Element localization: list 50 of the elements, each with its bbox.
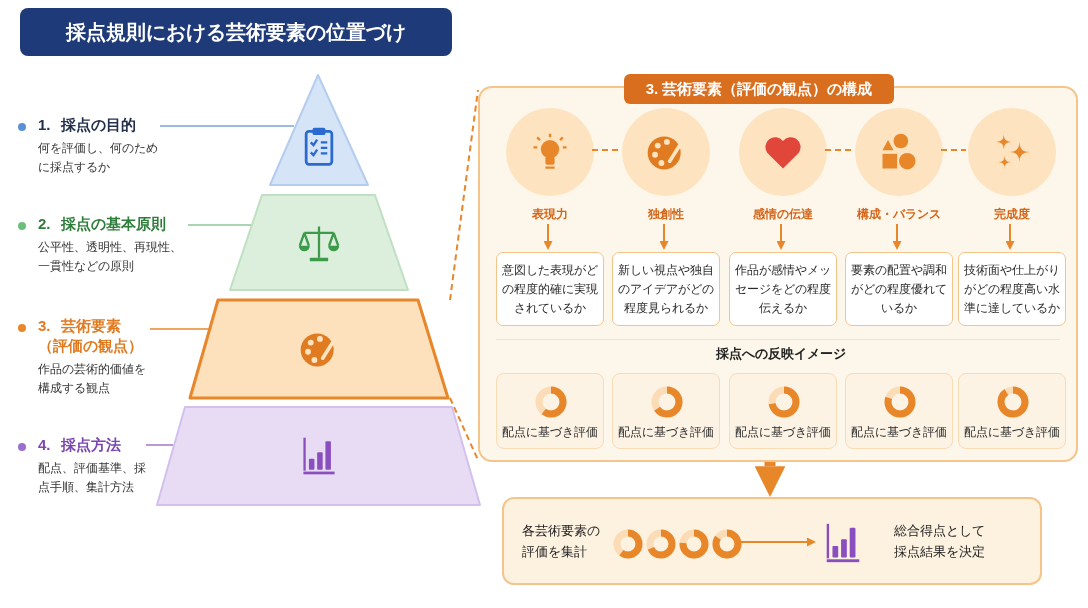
arrow bbox=[739, 537, 816, 547]
tier-description: 公平性、透明性、再現性、一貫性などの原則 bbox=[38, 239, 183, 275]
arrow bbox=[776, 223, 786, 250]
description-box: 要素の配置や調和がどの程度優れているか bbox=[845, 252, 953, 326]
tier-heading: 3. 芸術要素（評価の観点） bbox=[38, 316, 144, 356]
description-box: 意図した表現がどの程度的確に実現されているか bbox=[496, 252, 604, 326]
leader-line bbox=[187, 224, 252, 226]
section-tab: 3. 芸術要素（評価の観点）の構成 bbox=[624, 74, 894, 104]
description-box: 技術面や仕上がりがどの程度高い水準に達しているか bbox=[958, 252, 1066, 326]
summary-text: 総合得点として採点結果を決定 bbox=[894, 521, 990, 565]
block-arrow bbox=[754, 462, 786, 497]
dashed-line bbox=[940, 149, 967, 151]
score-card bbox=[496, 373, 604, 449]
arrow bbox=[543, 223, 553, 250]
tier-description: 配点、評価基準、採点手順、集計方法 bbox=[38, 460, 146, 496]
score-card bbox=[845, 373, 953, 449]
dashed-line bbox=[449, 397, 479, 461]
aspect-name: 完成度 bbox=[993, 206, 1031, 222]
leader-line bbox=[159, 125, 295, 127]
dashed-line bbox=[449, 89, 479, 301]
arrow bbox=[1005, 223, 1015, 250]
card-caption: 配点に基づき評価 bbox=[617, 424, 715, 440]
arrow bbox=[659, 223, 669, 250]
card-caption: 配点に基づき評価 bbox=[501, 424, 599, 440]
leader-line bbox=[149, 328, 210, 330]
tier-description: 何を評価し、何のために採点するか bbox=[38, 140, 159, 176]
arrow bbox=[892, 223, 902, 250]
score-card bbox=[729, 373, 837, 449]
summary-text: 各芸術要素の評価を集計 bbox=[522, 521, 602, 565]
aspect-name: 表現力 bbox=[531, 206, 569, 222]
description-box: 作品が感情やメッセージをどの程度伝えるか bbox=[729, 252, 837, 326]
section-heading: 採点への反映イメージ bbox=[715, 345, 847, 363]
title-banner: 採点規則における芸術要素の位置づけ bbox=[20, 8, 452, 56]
dashed-line bbox=[591, 149, 621, 151]
card-caption: 配点に基づき評価 bbox=[734, 424, 832, 440]
card-caption: 配点に基づき評価 bbox=[963, 424, 1061, 440]
aspect-name: 独創性 bbox=[647, 206, 685, 222]
card-caption: 配点に基づき評価 bbox=[850, 424, 948, 440]
dashed-line bbox=[824, 149, 854, 151]
summary-panel bbox=[502, 497, 1042, 585]
description-box: 新しい視点や独自のアイデアがどの程度見られるか bbox=[612, 252, 720, 326]
score-card bbox=[958, 373, 1066, 449]
tier-description: 作品の芸術的価値を構成する観点 bbox=[38, 361, 147, 397]
tier-heading: 4. 採点方法 bbox=[38, 435, 122, 455]
tier-heading: 2. 採点の基本原則 bbox=[38, 214, 167, 234]
tier-heading: 1. 採点の目的 bbox=[38, 115, 137, 135]
aspect-name: 構成・バランス bbox=[856, 206, 942, 222]
aspect-name: 感情の伝達 bbox=[752, 206, 814, 222]
score-card bbox=[612, 373, 720, 449]
leader-line bbox=[145, 444, 174, 446]
